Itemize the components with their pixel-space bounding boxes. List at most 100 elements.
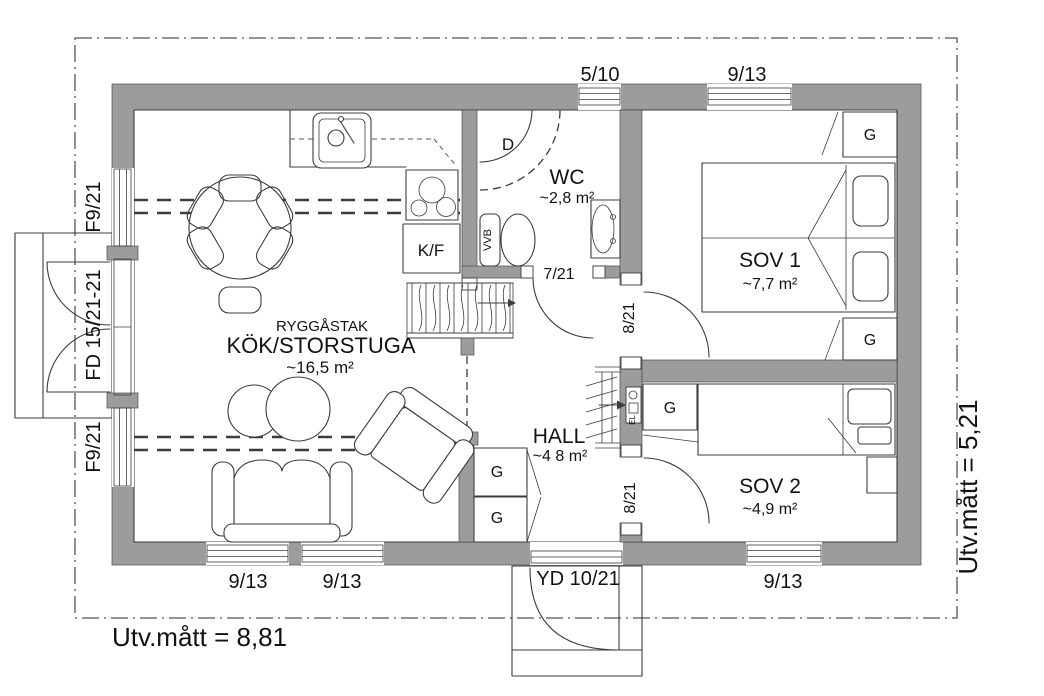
sov2-blanket bbox=[857, 426, 892, 445]
wc-area: ~2,8 m² bbox=[540, 190, 595, 207]
faucet-base bbox=[337, 115, 345, 123]
window-9-13-bottom-1 bbox=[206, 544, 289, 563]
armchair-seat bbox=[370, 407, 456, 491]
wardrobe-label-sov2: G bbox=[664, 400, 676, 417]
dining-table bbox=[188, 176, 292, 280]
interior-walls bbox=[106, 109, 898, 543]
door-label-sov1: 8/21 bbox=[621, 302, 638, 333]
door-label-wc: 7/21 bbox=[543, 266, 574, 283]
window-label-9-13-top: 9/13 bbox=[728, 64, 767, 86]
el-panel-dial bbox=[628, 390, 638, 400]
sov2-wardrobe-door bbox=[642, 434, 699, 443]
toilet-tank-vvb bbox=[479, 213, 501, 267]
hall-area: ~4 8 m² bbox=[533, 448, 588, 465]
gap-entry-door bbox=[530, 542, 623, 565]
hall-wardrobe-slide-1 bbox=[526, 449, 542, 496]
upper-cabinet-dashed bbox=[290, 138, 458, 168]
entry-porch bbox=[511, 565, 643, 677]
sofa-back-cushions bbox=[233, 459, 331, 525]
wall-sov1-sov2 bbox=[641, 359, 898, 383]
gap-window-f921-top bbox=[112, 168, 134, 247]
shower-label: D bbox=[502, 135, 514, 154]
sov1-wardrobe-bottom-door bbox=[824, 319, 841, 361]
window-label-f921-bottom: F9/21 bbox=[83, 421, 105, 472]
kitchen-area: ~16,5 m² bbox=[286, 358, 354, 377]
side-table-2 bbox=[265, 376, 331, 442]
sofa bbox=[211, 459, 353, 543]
door-swing-sov1 bbox=[643, 291, 710, 358]
sov2-area: ~4,9 m² bbox=[743, 501, 798, 518]
window-f921-bottom bbox=[113, 407, 132, 487]
gap-window-9-13-br bbox=[746, 542, 822, 565]
shower-curtain-arc bbox=[479, 109, 561, 191]
sofa-arm-left bbox=[211, 461, 235, 537]
sov1-wardrobe-top-door bbox=[821, 111, 839, 156]
coat-rack bbox=[585, 366, 621, 449]
window-label-f921-top: F9/21 bbox=[83, 181, 105, 232]
outer-height-label: Utv.mått = 5,21 bbox=[953, 399, 983, 574]
stair-break-squiggles bbox=[418, 284, 507, 332]
wardrobe-label-sov1-top: G bbox=[864, 127, 876, 144]
stove bbox=[405, 169, 459, 221]
sov2-furniture bbox=[642, 383, 898, 494]
stair-treads bbox=[411, 283, 511, 333]
jamb-sov1-top bbox=[620, 272, 642, 286]
wardrobe-label-hall-top: G bbox=[491, 464, 503, 481]
door-label-sov2: 8/21 bbox=[622, 482, 639, 513]
sov1-wardrobe-bottom bbox=[842, 317, 898, 361]
dining-set bbox=[186, 174, 294, 314]
labels: Utv.mått = 8,81 Utv.mått = 5,21 5/10 9/1… bbox=[83, 64, 983, 652]
fridge-freezer-label: K/F bbox=[418, 241, 444, 260]
sov2-sheet-fold bbox=[827, 417, 857, 454]
jamb-sov2-bottom bbox=[620, 522, 642, 536]
kitchen-roof-note: RYGGÅSTAK bbox=[276, 318, 368, 335]
faucet-lever bbox=[339, 120, 355, 144]
french-door-swing-top bbox=[46, 261, 111, 326]
french-door-swing-bottom bbox=[46, 328, 111, 393]
burner-medium bbox=[436, 197, 456, 217]
sov1-furniture bbox=[701, 111, 898, 361]
gap-window-9-13-bl1 bbox=[206, 542, 289, 565]
burner-small bbox=[410, 199, 428, 217]
toilet-bowl bbox=[500, 213, 536, 267]
window-label-9-13-b1: 9/13 bbox=[229, 571, 268, 593]
sofa-seat-front bbox=[223, 523, 341, 543]
outer-width-label: Utv.mått = 8,81 bbox=[112, 622, 287, 652]
sofa-arm-right bbox=[329, 461, 353, 537]
wall-kitchen-wc bbox=[461, 109, 478, 279]
site-boundary bbox=[74, 37, 958, 619]
pier-left-top bbox=[106, 245, 139, 261]
wc-name: WC bbox=[550, 166, 585, 189]
washbasin-tap-1 bbox=[610, 214, 616, 220]
hall-wardrobe-slide-2 bbox=[526, 496, 542, 543]
hall-furniture bbox=[473, 366, 642, 543]
washbasin-bowl bbox=[591, 204, 615, 254]
french-door-leaves-closed bbox=[113, 258, 132, 396]
burner-large bbox=[418, 176, 446, 204]
sov1-area: ~7,7 m² bbox=[743, 276, 798, 293]
jamb-sov1-bottom bbox=[620, 356, 642, 370]
dining-chairs bbox=[186, 174, 294, 314]
sov2-pillow bbox=[847, 388, 892, 425]
sov2-wardrobe bbox=[642, 383, 698, 431]
wardrobe-label-hall-bottom: G bbox=[491, 510, 503, 527]
jamb-sov2-top bbox=[620, 444, 642, 458]
site-boundary-line bbox=[74, 37, 958, 619]
entry-door-sill bbox=[530, 550, 623, 564]
water-heater-label: VVB bbox=[482, 229, 494, 251]
kitchen-name: KÖK/STORSTUGA bbox=[226, 333, 415, 358]
window-9-13-top bbox=[707, 87, 792, 106]
window-9-13-bottom-3 bbox=[746, 544, 822, 563]
stair bbox=[406, 282, 516, 356]
window-label-9-13-b3: 9/13 bbox=[764, 571, 803, 593]
hall-wardrobe-bottom bbox=[473, 496, 528, 543]
jamb-wc-right bbox=[592, 265, 606, 279]
hall-wardrobe-top bbox=[473, 447, 528, 497]
window-label-9-13-b2: 9/13 bbox=[323, 571, 362, 593]
jamb-wc-left bbox=[520, 265, 534, 279]
sov1-wardrobe-top bbox=[842, 111, 898, 158]
porch-outline bbox=[511, 565, 643, 677]
wall-hall-sov1-top bbox=[619, 109, 643, 286]
window-f921-top bbox=[113, 168, 132, 247]
